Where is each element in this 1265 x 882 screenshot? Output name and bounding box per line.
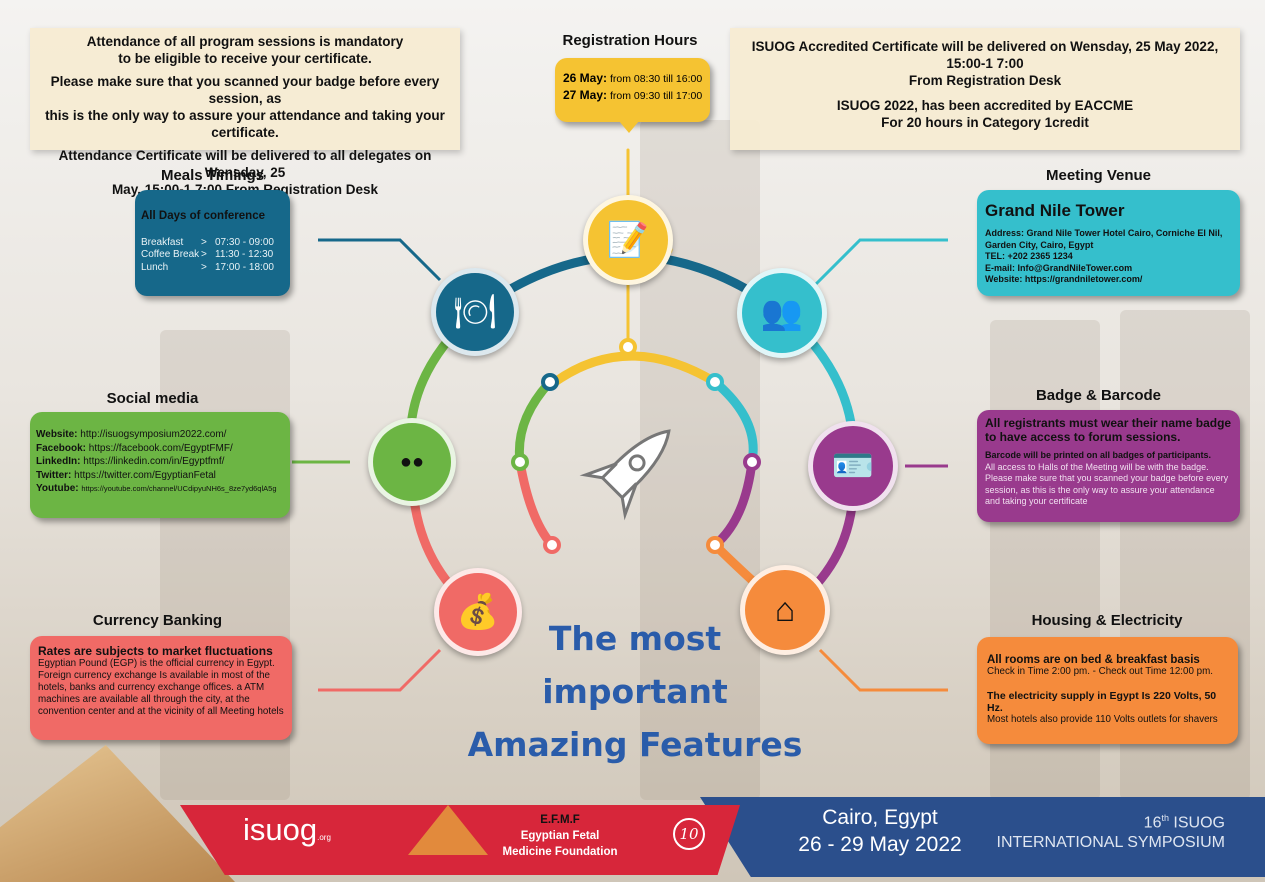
meal-row: Lunch>17:00 - 18:00 bbox=[141, 261, 274, 273]
social-linkedin[interactable]: LinkedIn: https://linkedin.com/in/Egyptf… bbox=[36, 456, 225, 467]
venue-website[interactable]: Website: https://grandniletower.com/ bbox=[985, 274, 1143, 284]
venue-title: Meeting Venue bbox=[1045, 167, 1152, 184]
social-title: Social media bbox=[106, 390, 199, 407]
meals-box: All Days of conference Breakfast>07:30 -… bbox=[135, 190, 290, 296]
venue-email[interactable]: E-mail: Info@GrandNileTower.com bbox=[985, 262, 1133, 273]
certificate-notice: ISUOG Accredited Certificate will be del… bbox=[730, 28, 1240, 150]
social-youtube[interactable]: Youtube: https://youtube.com/channel/UCd… bbox=[36, 483, 277, 494]
certificate-text: ISUOG Accredited Certificate will be del… bbox=[751, 39, 1219, 54]
registration-pointer bbox=[619, 121, 639, 133]
meals-title: Meals Timings bbox=[160, 167, 265, 184]
venue-address: Address: Grand Nile Tower Hotel Cairo, C… bbox=[985, 228, 1223, 250]
page-number: 10 bbox=[673, 818, 705, 850]
registration-box: 26 May: from 08:30 till 16:00 27 May: fr… bbox=[555, 58, 710, 122]
center-title: The most important Amazing Features bbox=[440, 612, 830, 771]
title-line: Amazing Features bbox=[467, 725, 803, 764]
badge-body: All access to Halls of the Meeting will … bbox=[985, 461, 1229, 507]
isuog-logo: isuog.org bbox=[243, 812, 331, 847]
attendance-text: Attendance of all program sessions is ma… bbox=[86, 34, 404, 49]
title-line: important bbox=[542, 672, 728, 711]
meal-row: Breakfast>07:30 - 09:00 bbox=[141, 236, 274, 248]
housing-heading: The electricity supply in Egypt Is 220 V… bbox=[987, 690, 1217, 714]
meals-heading: All Days of conference bbox=[141, 210, 265, 222]
housing-title: Housing & Electricity bbox=[1031, 612, 1183, 629]
registration-form-icon: 📝 bbox=[583, 195, 673, 285]
badge-box: All registrants must wear their name bad… bbox=[977, 410, 1240, 522]
venue-box: Grand Nile Tower Address: Grand Nile Tow… bbox=[977, 190, 1240, 296]
housing-box: All rooms are on bed & breakfast basis C… bbox=[977, 637, 1238, 744]
badge-id-icon: 🪪 bbox=[808, 421, 898, 511]
social-website[interactable]: Website: http://isuogsymposium2022.com/ bbox=[36, 429, 227, 440]
attendance-text: Please make sure that you scanned your b… bbox=[50, 74, 440, 106]
badge-heading: All registrants must wear their name bad… bbox=[985, 416, 1232, 444]
venue-tel: TEL: +202 2365 1234 bbox=[985, 251, 1073, 261]
efmf-name: E.F.M.F Egyptian Fetal Medicine Foundati… bbox=[502, 814, 618, 858]
rocket-icon bbox=[579, 429, 671, 521]
house-plug-icon: ⌂ bbox=[740, 565, 830, 655]
registration-row: 27 May: from 09:30 till 17:00 bbox=[563, 88, 703, 102]
currency-body: Egyptian Pound (EGP) is the official cur… bbox=[38, 658, 284, 717]
social-facebook[interactable]: Facebook: https://facebook.com/EgyptFMF/ bbox=[36, 442, 233, 454]
housing-heading: All rooms are on bed & breakfast basis bbox=[987, 654, 1200, 666]
attendance-text: this is the only way to assure your atte… bbox=[45, 108, 445, 140]
housing-body: Check in Time 2:00 pm. - Check out Time … bbox=[987, 666, 1213, 677]
currency-box: Rates are subjects to market fluctuation… bbox=[30, 636, 292, 740]
certificate-text: For 20 hours in Category 1credit bbox=[881, 115, 1089, 130]
meal-row: Coffee Break>11:30 - 12:30 bbox=[141, 249, 274, 260]
registration-title: Registration Hours bbox=[562, 32, 698, 49]
money-bag-icon: 💰 bbox=[434, 568, 522, 656]
registration-row: 26 May: from 08:30 till 16:00 bbox=[563, 71, 703, 85]
attendance-text: Attendance Certificate will be delivered… bbox=[58, 148, 432, 180]
symposium-name: 16th ISUOG INTERNATIONAL SYMPOSIUM bbox=[996, 813, 1225, 852]
footer-blue-band bbox=[700, 797, 1265, 877]
attendance-notice: Attendance of all program sessions is ma… bbox=[30, 28, 460, 197]
efmf-pyramid-logo bbox=[408, 805, 488, 855]
attendance-text: to be eligible to receive your certifica… bbox=[118, 51, 372, 66]
certificate-text: From Registration Desk bbox=[908, 73, 1062, 88]
badge-title: Badge & Barcode bbox=[1035, 387, 1162, 404]
event-location-date: Cairo, Egypt 26 - 29 May 2022 bbox=[798, 806, 962, 856]
certificate-text: ISUOG 2022, has been accredited by EACCM… bbox=[836, 98, 1134, 113]
venue-name: Grand Nile Tower bbox=[985, 201, 1125, 220]
currency-heading: Rates are subjects to market fluctuation… bbox=[38, 644, 273, 658]
title-line: The most bbox=[548, 619, 722, 658]
social-twitter[interactable]: Twitter: https://twitter.com/EgyptianFet… bbox=[36, 469, 216, 481]
certificate-text: 15:00-1 7:00 bbox=[946, 56, 1024, 71]
currency-title: Currency Banking bbox=[92, 612, 223, 629]
meeting-venue-icon: 👥 bbox=[737, 268, 827, 358]
arc-yellow bbox=[550, 351, 720, 387]
social-media-icon: ●● bbox=[368, 418, 456, 506]
badge-bold-text: Barcode will be printed on all badges of… bbox=[985, 450, 1212, 460]
meal-plate-icon: 🍽 bbox=[431, 268, 519, 356]
social-box: Website: http://isuogsymposium2022.com/ … bbox=[30, 412, 290, 518]
housing-body: Most hotels also provide 110 Volts outle… bbox=[987, 714, 1218, 725]
